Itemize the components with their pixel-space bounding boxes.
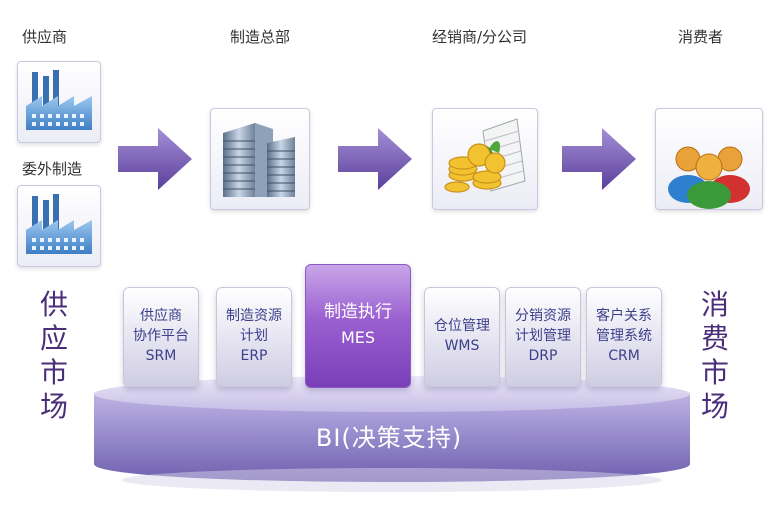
module-mes[interactable]: 制造执行 MES bbox=[305, 264, 411, 388]
module-erp-line3: ERP bbox=[240, 348, 268, 364]
supplier-box bbox=[17, 61, 101, 143]
module-erp-line1: 制造资源 bbox=[226, 308, 282, 324]
module-srm[interactable]: 供应商 协作平台 SRM bbox=[123, 287, 199, 387]
module-crm-line3: CRM bbox=[608, 348, 640, 364]
bi-label: BI(决策支持) bbox=[315, 424, 463, 452]
module-drp-line3: DRP bbox=[528, 348, 558, 364]
outsource-label: 委外制造 bbox=[22, 160, 83, 178]
module-wms[interactable]: 仓位管理 WMS bbox=[424, 287, 500, 387]
flow-arrow-3 bbox=[562, 128, 636, 190]
module-drp-line2: 计划管理 bbox=[515, 328, 571, 344]
module-srm-line2: 协作平台 bbox=[133, 328, 189, 344]
module-wms-line1: 仓位管理 bbox=[434, 318, 490, 334]
module-drp[interactable]: 分销资源 计划管理 DRP bbox=[505, 287, 581, 387]
consumer-box bbox=[655, 108, 763, 210]
distributor-box bbox=[432, 108, 538, 210]
distributor-label: 经销商/分公司 bbox=[432, 28, 528, 46]
module-drp-line1: 分销资源 bbox=[515, 308, 571, 324]
module-crm[interactable]: 客户关系 管理系统 CRM bbox=[586, 287, 662, 387]
factory-icon bbox=[26, 70, 92, 130]
module-srm-line3: SRM bbox=[145, 348, 177, 364]
people-group-icon bbox=[668, 146, 750, 209]
hq-label: 制造总部 bbox=[230, 28, 291, 46]
module-crm-line1: 客户关系 bbox=[596, 308, 652, 324]
module-wms-line2: WMS bbox=[444, 338, 480, 354]
module-mes-line2: MES bbox=[340, 328, 376, 347]
module-srm-line1: 供应商 bbox=[140, 308, 182, 324]
outsource-box bbox=[17, 185, 101, 267]
factory-icon bbox=[26, 194, 92, 254]
consumer-market-label: 消费市场 bbox=[700, 288, 729, 423]
flow-arrow-2 bbox=[338, 128, 412, 190]
module-mes-line1: 制造执行 bbox=[324, 302, 392, 322]
supplier-label: 供应商 bbox=[22, 28, 68, 46]
coins-and-building-icon bbox=[444, 118, 526, 193]
supply-market-label: 供应市场 bbox=[39, 288, 68, 423]
flow-arrow-1 bbox=[118, 128, 192, 190]
office-building-icon bbox=[223, 123, 295, 197]
module-erp[interactable]: 制造资源 计划 ERP bbox=[216, 287, 292, 387]
module-erp-line2: 计划 bbox=[240, 328, 268, 344]
hq-box bbox=[210, 108, 310, 210]
module-crm-line2: 管理系统 bbox=[596, 328, 652, 344]
consumer-label: 消费者 bbox=[678, 28, 724, 46]
